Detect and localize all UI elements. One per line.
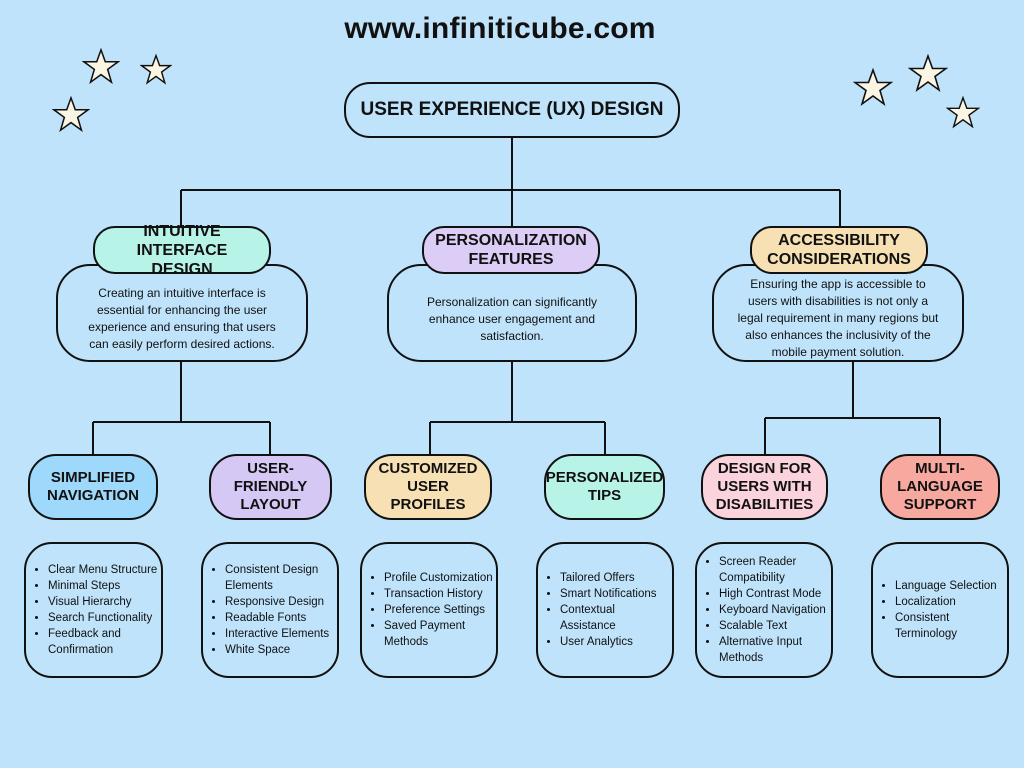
list-item: High Contrast Mode: [719, 586, 831, 602]
category-title: INTUITIVE INTERFACE DESIGN: [136, 222, 228, 278]
star-icon: [946, 96, 980, 129]
item-list-box: Clear Menu StructureMinimal StepsVisual …: [24, 542, 163, 678]
list-item: Minimal Steps: [48, 578, 161, 594]
category-description-box: Creating an intuitive interface is essen…: [56, 264, 308, 362]
list-item: Preference Settings: [384, 602, 496, 618]
star-icon: [82, 48, 120, 85]
list-item: User Analytics: [560, 634, 672, 650]
item-list: Clear Menu StructureMinimal StepsVisual …: [26, 562, 161, 658]
list-item: Saved Payment Methods: [384, 618, 496, 650]
category-title: PERSONALIZATION FEATURES: [435, 232, 587, 268]
item-list: Screen Reader CompatibilityHigh Contrast…: [697, 554, 831, 666]
root-node: USER EXPERIENCE (UX) DESIGN: [344, 82, 680, 138]
category-description-box: Personalization can significantly enhanc…: [387, 264, 637, 362]
child-node: DESIGN FOR USERS WITH DISABILITIES: [701, 454, 828, 520]
list-item: Tailored Offers: [560, 570, 672, 586]
list-item: Consistent Design Elements: [225, 562, 337, 594]
item-list: Language SelectionLocalizationConsistent…: [873, 578, 1007, 642]
category-description: Creating an intuitive interface is essen…: [88, 286, 276, 351]
list-item: Alternative Input Methods: [719, 634, 831, 666]
child-node: SIMPLIFIED NAVIGATION: [28, 454, 158, 520]
star-icon: [140, 54, 172, 85]
child-title: USER-FRIENDLY LAYOUT: [233, 460, 308, 513]
item-list-box: Consistent Design ElementsResponsive Des…: [201, 542, 339, 678]
list-item: Consistent Terminology: [895, 610, 1007, 642]
child-title: DESIGN FOR USERS WITH DISABILITIES: [715, 460, 814, 513]
category-description: Personalization can significantly enhanc…: [426, 294, 598, 343]
list-item: Profile Customization: [384, 570, 496, 586]
list-item: Smart Notifications: [560, 586, 672, 602]
list-item: Search Functionality: [48, 610, 161, 626]
list-item: Interactive Elements: [225, 626, 337, 642]
list-item: Contextual Assistance: [560, 602, 672, 634]
category-description: Ensuring the app is accessible to users …: [737, 276, 939, 359]
site-url: www.infiniticube.com: [344, 12, 656, 45]
child-node: MULTI-LANGUAGE SUPPORT: [880, 454, 1000, 520]
item-list: Consistent Design ElementsResponsive Des…: [203, 562, 337, 658]
category-title-pill: INTUITIVE INTERFACE DESIGN: [93, 223, 271, 278]
child-node: USER-FRIENDLY LAYOUT: [209, 454, 332, 520]
list-item: Clear Menu Structure: [48, 562, 161, 578]
star-icon: [853, 68, 893, 107]
item-list-box: Profile CustomizationTransaction History…: [360, 542, 498, 678]
item-list: Tailored OffersSmart NotificationsContex…: [538, 570, 672, 650]
item-list-box: Language SelectionLocalizationConsistent…: [871, 542, 1009, 678]
item-list-box: Screen Reader CompatibilityHigh Contrast…: [695, 542, 833, 678]
list-item: Scalable Text: [719, 618, 831, 634]
child-node: CUSTOMIZED USER PROFILES: [364, 454, 492, 520]
star-icon: [908, 54, 948, 93]
list-item: Feedback and Confirmation: [48, 626, 161, 658]
category-title-pill: ACCESSIBILITY CONSIDERATIONS: [750, 226, 928, 274]
child-title: PERSONALIZED TIPS: [545, 469, 664, 504]
root-title: USER EXPERIENCE (UX) DESIGN: [360, 99, 664, 120]
child-title: CUSTOMIZED USER PROFILES: [378, 460, 478, 513]
star-icon: [52, 96, 90, 133]
category-title-pill: PERSONALIZATION FEATURES: [422, 226, 600, 274]
list-item: Visual Hierarchy: [48, 594, 161, 610]
list-item: White Space: [225, 642, 337, 658]
category-title: ACCESSIBILITY CONSIDERATIONS: [767, 232, 911, 268]
list-item: Transaction History: [384, 586, 496, 602]
list-item: Responsive Design: [225, 594, 337, 610]
list-item: Readable Fonts: [225, 610, 337, 626]
list-item: Language Selection: [895, 578, 1007, 594]
category-description-box: Ensuring the app is accessible to users …: [712, 264, 964, 362]
list-item: Screen Reader Compatibility: [719, 554, 831, 586]
child-title: MULTI-LANGUAGE SUPPORT: [897, 460, 983, 513]
item-list-box: Tailored OffersSmart NotificationsContex…: [536, 542, 674, 678]
list-item: Keyboard Navigation: [719, 602, 831, 618]
child-node: PERSONALIZED TIPS: [544, 454, 665, 520]
list-item: Localization: [895, 594, 1007, 610]
item-list: Profile CustomizationTransaction History…: [362, 570, 496, 650]
child-title: SIMPLIFIED NAVIGATION: [47, 469, 139, 504]
